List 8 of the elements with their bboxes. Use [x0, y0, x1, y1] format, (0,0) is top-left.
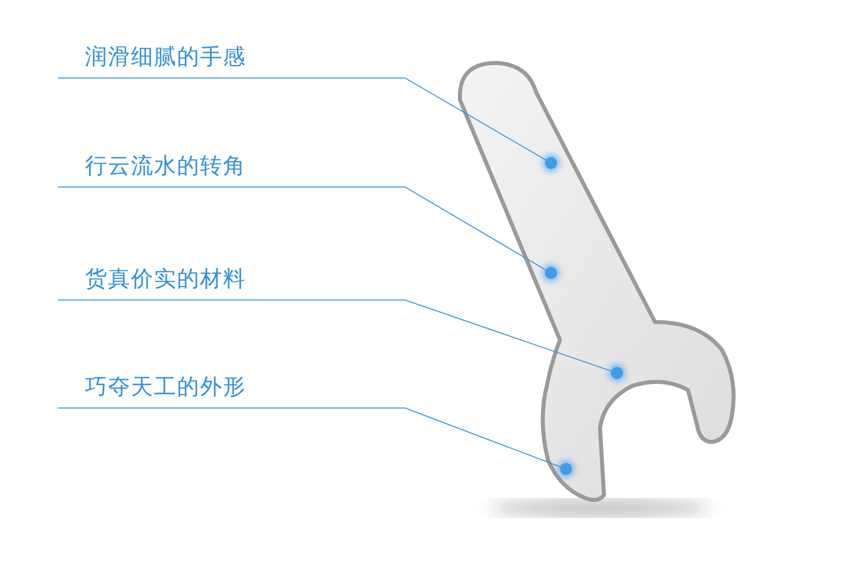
leader-line [58, 78, 546, 160]
callout-label: 货真价实的材料 [58, 266, 405, 300]
callout-label: 行云流水的转角 [58, 153, 405, 187]
callout-label: 润滑细腻的手感 [58, 44, 405, 78]
leader-line [58, 186, 546, 270]
leader-line [58, 300, 612, 372]
callout-label: 巧夺天工的外形 [58, 374, 405, 408]
leader-line [58, 408, 561, 468]
